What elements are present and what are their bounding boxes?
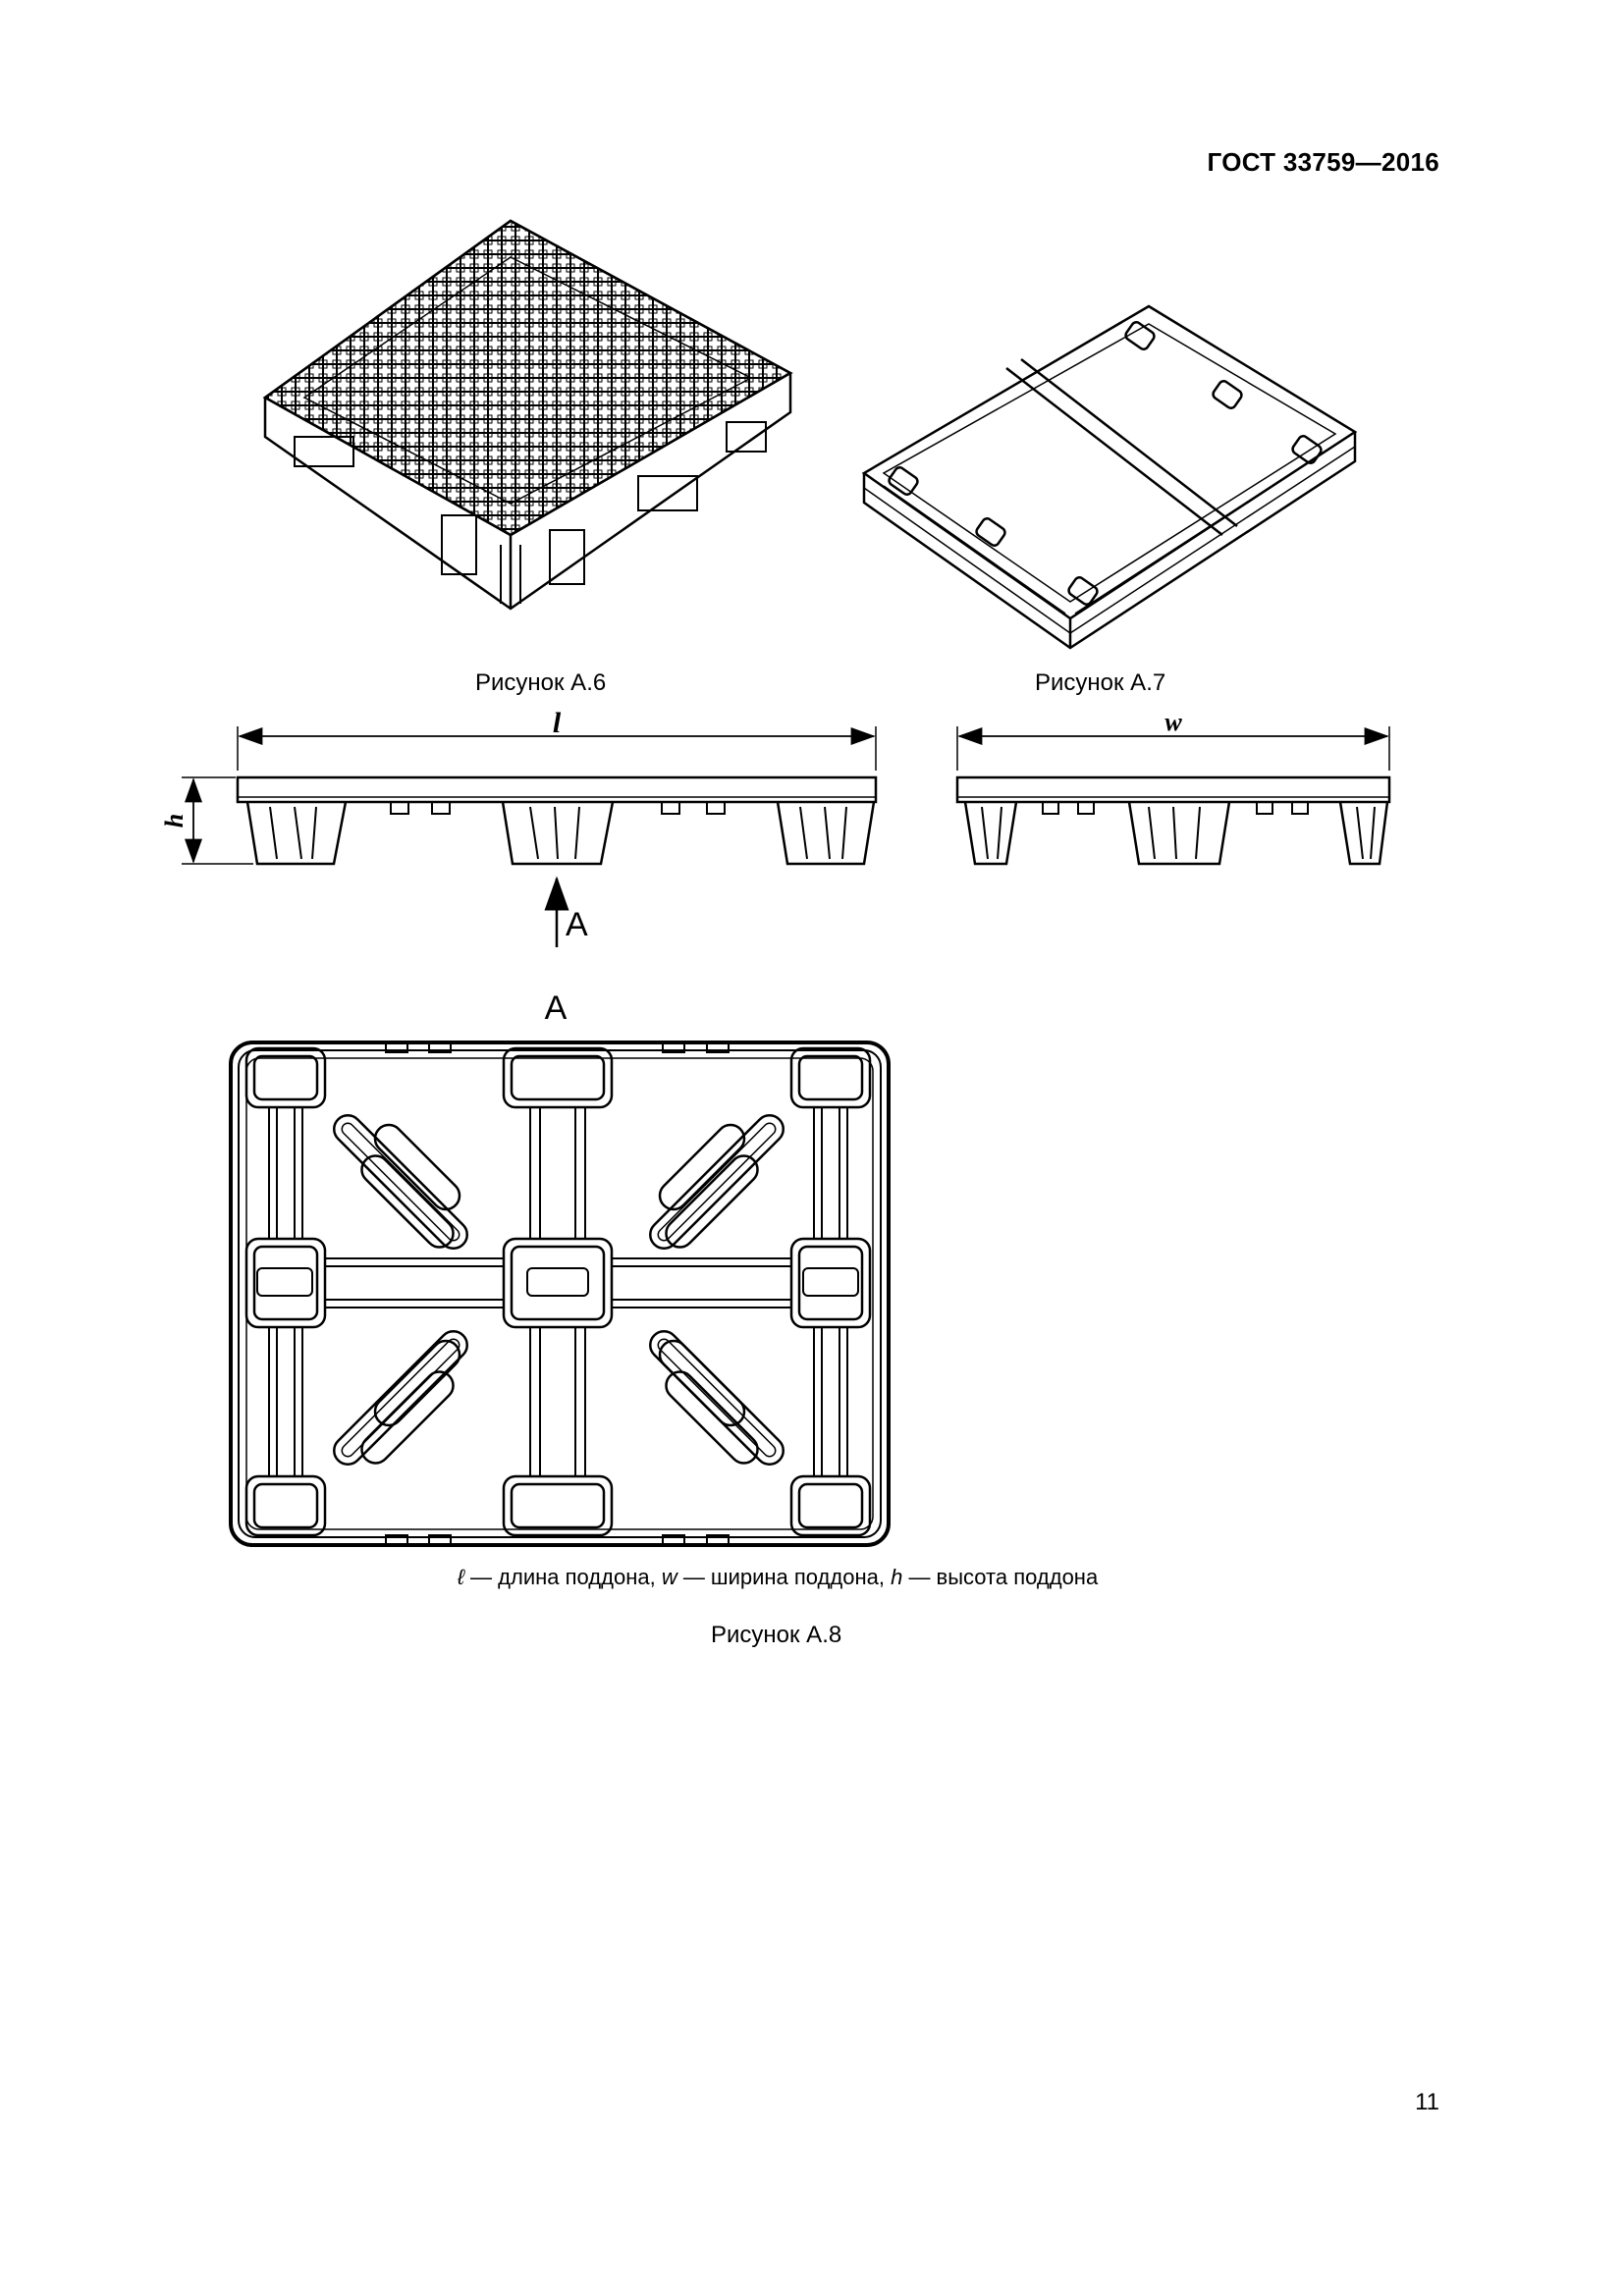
figure-a7-illustration xyxy=(861,304,1358,650)
figure-a6-caption: Рисунок А.6 xyxy=(475,669,607,696)
legend-width-text: — ширина поддона, xyxy=(677,1565,892,1589)
side-view-length xyxy=(182,726,878,947)
view-a-title: A xyxy=(545,989,568,1027)
legend-length-text: — длина поддона, xyxy=(463,1565,662,1589)
figure-a6-illustration xyxy=(262,219,793,611)
figure-a8-caption: Рисунок А.8 xyxy=(711,1622,842,1648)
legend-width-symbol: w xyxy=(661,1565,677,1589)
legend-length-symbol: ℓ xyxy=(457,1565,464,1589)
standard-header: ГОСТ 33759—2016 xyxy=(1207,147,1439,177)
page-number: 11 xyxy=(1415,2089,1439,2115)
legend-height-symbol: h xyxy=(891,1565,903,1589)
side-view-width xyxy=(955,726,1391,866)
view-a-plan xyxy=(229,1041,891,1547)
dim-height-label: h xyxy=(160,814,189,828)
figure-a7-caption: Рисунок А.7 xyxy=(1035,669,1166,696)
figure-legend: ℓ — длина поддона, w — ширина поддона, h… xyxy=(0,1565,1555,1590)
legend-height-text: — высота поддона xyxy=(902,1565,1099,1589)
view-arrow-label: A xyxy=(566,906,588,943)
dim-width-label: w xyxy=(1164,708,1182,736)
dim-length-label: l xyxy=(553,707,562,739)
